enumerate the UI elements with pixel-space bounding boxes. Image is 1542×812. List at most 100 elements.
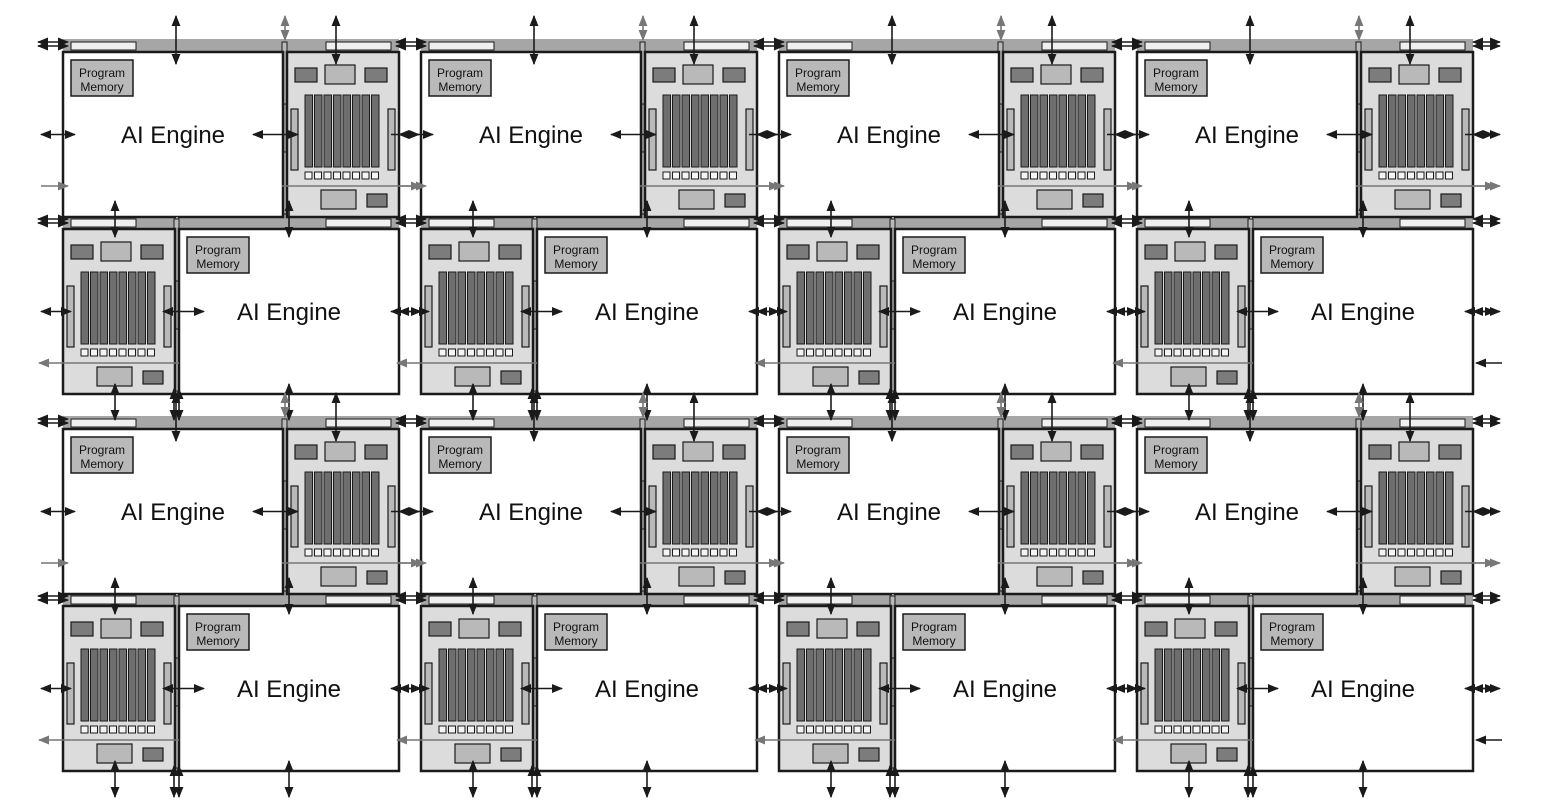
memory-bank [118, 271, 127, 345]
memory-interface-right [1461, 485, 1470, 548]
program-memory-box [70, 59, 134, 97]
bank-port [1030, 171, 1038, 180]
bank-port [1058, 548, 1067, 557]
memory-bank [128, 648, 137, 722]
bank-port [333, 548, 341, 557]
lock-unit [324, 64, 356, 85]
bank-port [853, 725, 862, 734]
program-memory-box [1260, 613, 1324, 651]
bank-port [825, 348, 833, 357]
memory-bank [352, 471, 361, 545]
memory-interface-right [163, 662, 172, 725]
bus-interface-bar [428, 418, 495, 428]
program-memory-label: Memory [80, 80, 123, 94]
dma-block [1438, 67, 1462, 83]
memory-bank [853, 271, 862, 345]
bus-interface-bar [786, 41, 853, 51]
bank-port [1435, 171, 1444, 180]
switch-strip [892, 217, 894, 394]
bank-port [448, 348, 456, 357]
memory-interface-right [521, 285, 530, 348]
lock-unit [682, 64, 714, 85]
bank-port [796, 725, 805, 734]
memory-bank [710, 471, 719, 545]
bank-port [691, 171, 699, 180]
dma-block [652, 67, 676, 83]
program-memory-label: Program [195, 243, 241, 257]
lock-unit [100, 618, 132, 639]
bank-port [342, 171, 351, 180]
dma-block [724, 570, 746, 585]
program-memory-label: Program [911, 620, 957, 634]
ai-engine-label: AI Engine [1311, 676, 1415, 703]
ai-engine-label: AI Engine [1195, 499, 1299, 526]
bus-interface-bar [1399, 418, 1466, 428]
dma-block [722, 444, 746, 460]
memory-bank [371, 471, 380, 545]
program-memory-box [1144, 436, 1208, 474]
program-memory-label: Program [795, 443, 841, 457]
bank-port [834, 348, 843, 357]
dma-block [1438, 444, 1462, 460]
bank-port [1416, 548, 1425, 557]
memory-interface-left [66, 285, 75, 348]
memory-interface-right [387, 108, 396, 171]
bank-port [371, 548, 379, 557]
memory-interface-left [648, 485, 657, 548]
memory-bank [486, 648, 495, 722]
ai-engine-label: AI Engine [1311, 299, 1415, 326]
program-memory-label: Memory [438, 80, 481, 94]
bank-port [99, 725, 108, 734]
memory-bank [1154, 648, 1163, 722]
stream-switch-block [454, 743, 491, 764]
bank-port [457, 348, 466, 357]
memory-interface-right [163, 285, 172, 348]
bank-port [1221, 725, 1229, 734]
dma-block [1010, 67, 1034, 83]
lock-unit [1040, 441, 1072, 462]
bank-port [815, 725, 824, 734]
bank-port [1445, 171, 1453, 180]
dma-block [856, 621, 880, 637]
ai-engine-label: AI Engine [837, 499, 941, 526]
dma-block [366, 570, 388, 585]
memory-bank [1077, 471, 1086, 545]
memory-bank [371, 94, 380, 168]
memory-interface-left [290, 485, 299, 548]
memory-bank [796, 648, 805, 722]
bank-port [834, 725, 843, 734]
ai-engine-label: AI Engine [479, 499, 583, 526]
bus-interface-bar [1144, 595, 1211, 605]
bank-port [147, 725, 155, 734]
dma-block [724, 193, 746, 208]
memory-bank [99, 648, 108, 722]
memory-bank [314, 471, 323, 545]
memory-bank [1030, 471, 1039, 545]
ai-engine-label: AI Engine [121, 122, 225, 149]
bank-port [1211, 725, 1220, 734]
bus-interface-bar [786, 418, 853, 428]
dma-block [1010, 444, 1034, 460]
dma-block [1080, 444, 1104, 460]
bank-port [806, 725, 814, 734]
memory-bank [361, 94, 370, 168]
bank-port [1221, 348, 1229, 357]
program-memory-label: Memory [554, 257, 597, 271]
memory-bank [314, 94, 323, 168]
bank-port [80, 725, 89, 734]
bank-port [681, 548, 690, 557]
bank-port [495, 725, 504, 734]
program-memory-label: Memory [796, 457, 839, 471]
dma-block [364, 444, 388, 460]
dma-block [1080, 67, 1104, 83]
stream-switch-block [1170, 743, 1207, 764]
program-memory-label: Program [1269, 620, 1315, 634]
memory-bank [361, 471, 370, 545]
dma-block [1144, 621, 1168, 637]
bank-port [1154, 348, 1163, 357]
switch-strip [1250, 594, 1252, 771]
